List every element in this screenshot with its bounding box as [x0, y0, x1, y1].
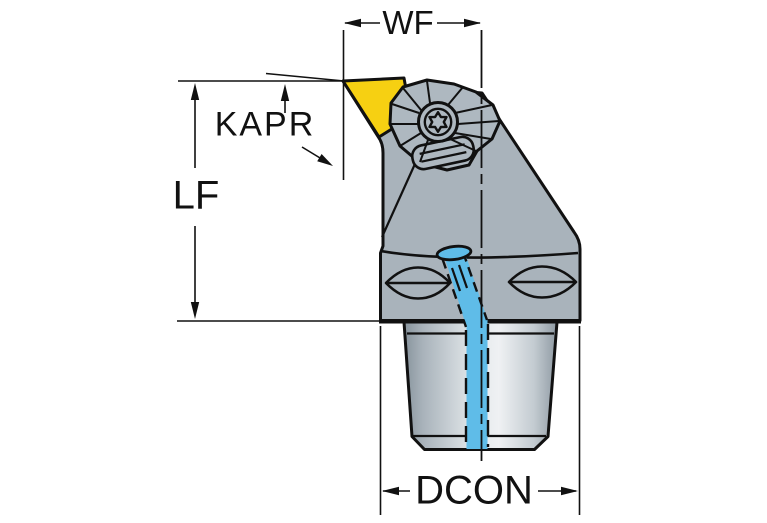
coolant-bore-wall-line-2	[457, 264, 469, 289]
coolant-entry-hole	[435, 244, 473, 262]
head-facet-line	[380, 154, 421, 238]
dcon-label: DCON	[415, 468, 533, 513]
kapr-dimension	[178, 72, 345, 166]
torx-screw-inner	[423, 107, 453, 137]
clamp-nose-block	[410, 135, 476, 171]
clamp-facet-lines	[391, 80, 500, 163]
torx-screw-star	[428, 110, 448, 134]
wf-dimension	[342, 18, 481, 180]
dcon-dimension	[379, 326, 581, 515]
coolant-bore-wall-line-1	[450, 267, 462, 292]
lf-dimension	[177, 83, 380, 322]
kapr-label: KAPR	[214, 105, 316, 144]
coolant-channel	[444, 251, 488, 449]
coolant-hidden-edge-right-slant	[461, 251, 489, 321]
lf-label: LF	[172, 173, 220, 218]
coolant-hidden-edge-left-slant	[441, 258, 468, 328]
wf-label: WF	[382, 4, 434, 41]
